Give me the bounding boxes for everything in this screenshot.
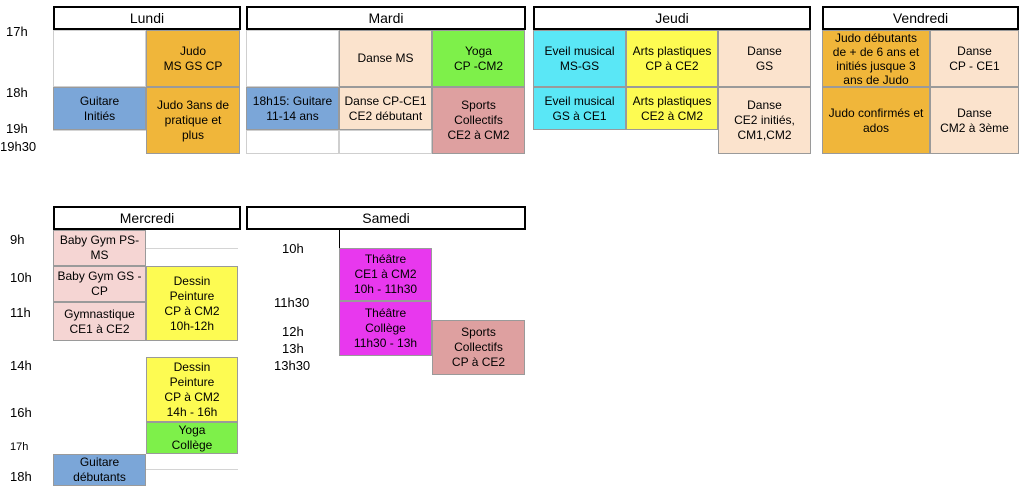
header-jeudi: Jeudi xyxy=(533,6,811,30)
time-label: 12h xyxy=(282,324,304,339)
time-label: 9h xyxy=(10,232,25,247)
activity-jeudi-eveil-musical-ms-gs[interactable]: Eveil musical MS-GS xyxy=(533,30,626,87)
activity-lundi-judo-3ans[interactable]: Judo 3ans de pratique et plus xyxy=(146,87,240,154)
activity-lundi-guitare-inities[interactable]: Guitare Initiés xyxy=(53,87,146,130)
time-label: 13h xyxy=(282,341,304,356)
activity-mardi-danse-cp-ce1[interactable]: Danse CP-CE1 CE2 débutant xyxy=(339,87,432,130)
activity-vendredi-danse-cp-ce1[interactable]: Danse CP - CE1 xyxy=(930,30,1019,87)
grid-line xyxy=(146,469,238,470)
activity-mardi-guitare[interactable]: 18h15: Guitare 11-14 ans xyxy=(246,87,339,130)
time-label: 11h30 xyxy=(274,295,310,310)
activity-mardi-yoga[interactable]: Yoga CP -CM2 xyxy=(432,30,525,87)
activity-mercredi-baby-gym-gs-cp[interactable]: Baby Gym GS - CP xyxy=(53,266,146,302)
header-lundi: Lundi xyxy=(53,6,241,30)
activity-mercredi-dessin-peinture-apres-midi[interactable]: Dessin Peinture CP à CM2 14h - 16h xyxy=(146,357,238,422)
activity-mercredi-dessin-peinture-matin[interactable]: Dessin Peinture CP à CM2 10h-12h xyxy=(146,266,238,341)
time-label: 10h xyxy=(10,270,32,285)
activity-samedi-theatre-ce1-cm2[interactable]: Théâtre CE1 à CM2 10h - 11h30 xyxy=(339,248,432,301)
activity-jeudi-eveil-musical-gs-ce1[interactable]: Eveil musical GS à CE1 xyxy=(533,87,626,130)
activity-mercredi-yoga-college[interactable]: Yoga Collège xyxy=(146,422,238,454)
activity-mercredi-guitare-debutants[interactable]: Guitare débutants xyxy=(53,454,146,486)
header-vendredi: Vendredi xyxy=(822,6,1019,30)
activity-vendredi-judo-debutants[interactable]: Judo débutants de + de 6 ans et initiés … xyxy=(822,30,930,87)
grid-line xyxy=(53,130,146,131)
activity-mercredi-baby-gym-ps-ms[interactable]: Baby Gym PS- MS xyxy=(53,230,146,266)
time-label: 14h xyxy=(10,358,32,373)
header-mardi: Mardi xyxy=(246,6,526,30)
time-label: 19h xyxy=(6,121,28,136)
time-label: 18h xyxy=(6,85,28,100)
activity-jeudi-arts-plastiques-ce2[interactable]: Arts plastiques CE2 à CM2 xyxy=(626,87,718,130)
slot-empty xyxy=(339,130,432,154)
activity-mercredi-gymnastique[interactable]: Gymnastique CE1 à CE2 xyxy=(53,302,146,341)
time-label: 19h30 xyxy=(0,139,37,154)
activity-jeudi-danse-gs[interactable]: Danse GS xyxy=(718,30,811,87)
activity-samedi-theatre-college[interactable]: Théâtre Collège 11h30 - 13h xyxy=(339,301,432,356)
activity-vendredi-judo-confirmes[interactable]: Judo confirmés et ados xyxy=(822,87,930,154)
activity-lundi-judo-ms-gs-cp[interactable]: Judo MS GS CP xyxy=(146,30,240,87)
time-label: 17h xyxy=(10,441,29,453)
time-label: 18h xyxy=(10,469,32,484)
activity-mardi-danse-ms[interactable]: Danse MS xyxy=(339,30,432,87)
time-label: 13h30 xyxy=(274,358,311,373)
slot-empty xyxy=(246,130,339,154)
time-label: 16h xyxy=(10,405,32,420)
activity-samedi-sports-collectifs[interactable]: Sports Collectifs CP à CE2 xyxy=(432,320,525,375)
time-label: 10h xyxy=(282,241,304,256)
header-mercredi: Mercredi xyxy=(53,206,241,230)
time-label: 17h xyxy=(6,24,28,39)
activity-mardi-sports-collectifs[interactable]: Sports Collectifs CE2 à CM2 xyxy=(432,87,525,154)
grid-line xyxy=(146,248,238,249)
activity-jeudi-arts-plastiques-cp[interactable]: Arts plastiques CP à CE2 xyxy=(626,30,718,87)
activity-jeudi-danse-ce2[interactable]: Danse CE2 initiés, CM1,CM2 xyxy=(718,87,811,154)
activity-vendredi-danse-cm2[interactable]: Danse CM2 à 3ème xyxy=(930,87,1019,154)
slot-empty xyxy=(246,30,339,87)
time-label: 11h xyxy=(10,305,31,320)
header-samedi: Samedi xyxy=(246,206,526,230)
slot-empty xyxy=(53,30,146,87)
